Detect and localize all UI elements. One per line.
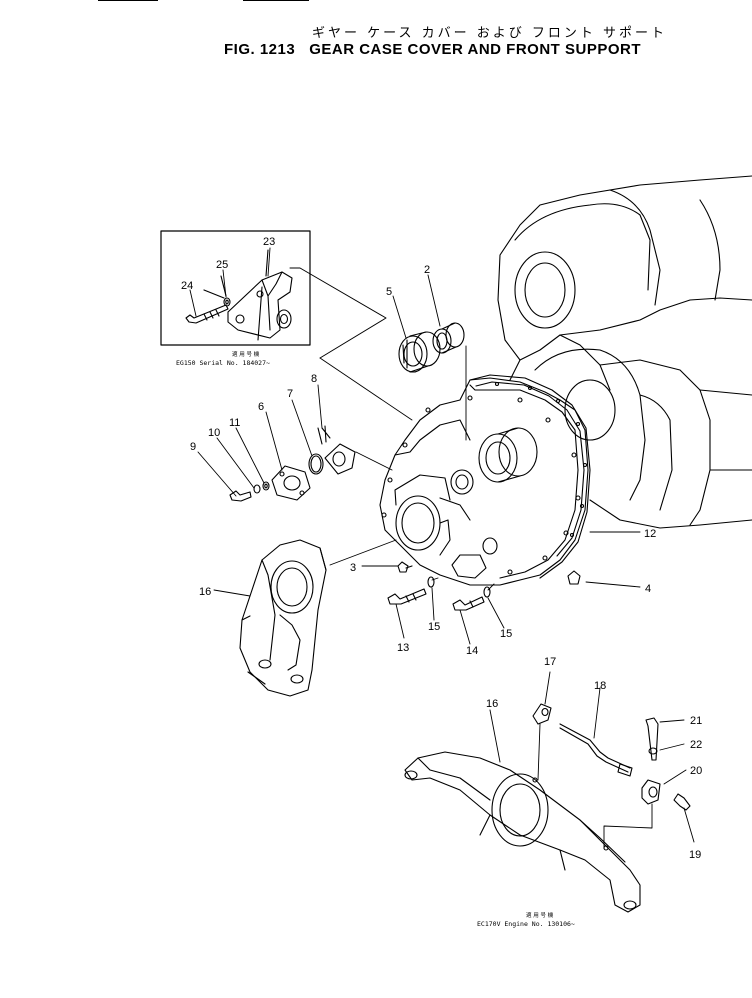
callout-9: 9 <box>190 441 196 453</box>
inset-box <box>160 230 387 359</box>
bolt-21 <box>645 717 659 761</box>
bushing-2 <box>432 322 465 354</box>
elbow-17 <box>532 703 552 781</box>
callout-22: 22 <box>690 739 702 751</box>
callout-18: 18 <box>594 680 606 692</box>
callout-8: 8 <box>311 373 317 385</box>
bottom-note-japanese: 適 用 号 機 <box>526 911 554 919</box>
washer-11 <box>262 481 270 491</box>
gasket-8 <box>317 425 356 475</box>
callout-16-upper: 16 <box>199 586 211 598</box>
figure-title-japanese: ギヤー ケース カバー および フロント サポート <box>312 26 668 41</box>
support-bracket <box>227 271 293 339</box>
washer-22 <box>648 747 658 755</box>
inset-note-japanese: 適 用 号 機 <box>232 350 260 358</box>
washer-15a <box>427 576 435 588</box>
bolt-19 <box>673 793 691 811</box>
callout-24: 24 <box>181 280 193 292</box>
tube-18 <box>559 723 633 777</box>
callout-15-left: 15 <box>428 621 440 633</box>
bolt-9 <box>229 490 252 502</box>
callout-6: 6 <box>258 401 264 413</box>
callout-2: 2 <box>424 264 430 276</box>
callout-13: 13 <box>397 642 409 654</box>
callout-19: 19 <box>689 849 701 861</box>
callout-17: 17 <box>544 656 556 668</box>
engine-block <box>497 175 752 529</box>
callout-14: 14 <box>466 645 478 657</box>
callout-7: 7 <box>287 388 293 400</box>
plug-4 <box>567 570 581 585</box>
callout-25: 25 <box>216 259 228 271</box>
bolt-3 <box>397 561 413 573</box>
callout-5: 5 <box>386 286 392 298</box>
o-ring-7 <box>308 453 324 475</box>
callout-10: 10 <box>208 427 220 439</box>
callout-20: 20 <box>690 765 702 777</box>
inset-note-serial: EG150 Serial No. 184027~ <box>176 359 270 367</box>
callout-23: 23 <box>263 236 275 248</box>
callout-15-right: 15 <box>500 628 512 640</box>
gasket-12 <box>469 374 591 579</box>
oil-seal-5 <box>398 331 441 373</box>
bolt-13 <box>387 588 427 605</box>
top-rule-left <box>98 0 158 1</box>
callout-11: 11 <box>229 417 240 429</box>
bottom-note-serial: EC170V Engine No. 130106~ <box>477 920 575 928</box>
gear-case-cover <box>379 377 589 586</box>
figure-title: FIG. 1213 GEAR CASE COVER AND FRONT SUPPO… <box>224 41 655 58</box>
top-rule-right <box>243 0 309 1</box>
callout-16-lower: 16 <box>486 698 498 710</box>
figure-number: FIG. 1213 <box>224 41 296 58</box>
front-support-16-lower <box>404 751 641 913</box>
bolt-14 <box>452 596 485 611</box>
callout-4: 4 <box>645 583 651 595</box>
figure-title-english: GEAR CASE COVER AND FRONT SUPPORT <box>309 41 642 58</box>
washer-10 <box>253 484 261 494</box>
washer-15b <box>483 586 491 598</box>
washer-25 <box>223 297 231 307</box>
clamp-20 <box>603 779 661 849</box>
callout-12: 12 <box>644 528 656 540</box>
leader-lines <box>189 247 695 843</box>
front-support-16-upper <box>239 539 327 697</box>
callout-3: 3 <box>350 562 356 574</box>
callout-21: 21 <box>690 715 702 727</box>
cover-plate-6 <box>271 465 311 501</box>
